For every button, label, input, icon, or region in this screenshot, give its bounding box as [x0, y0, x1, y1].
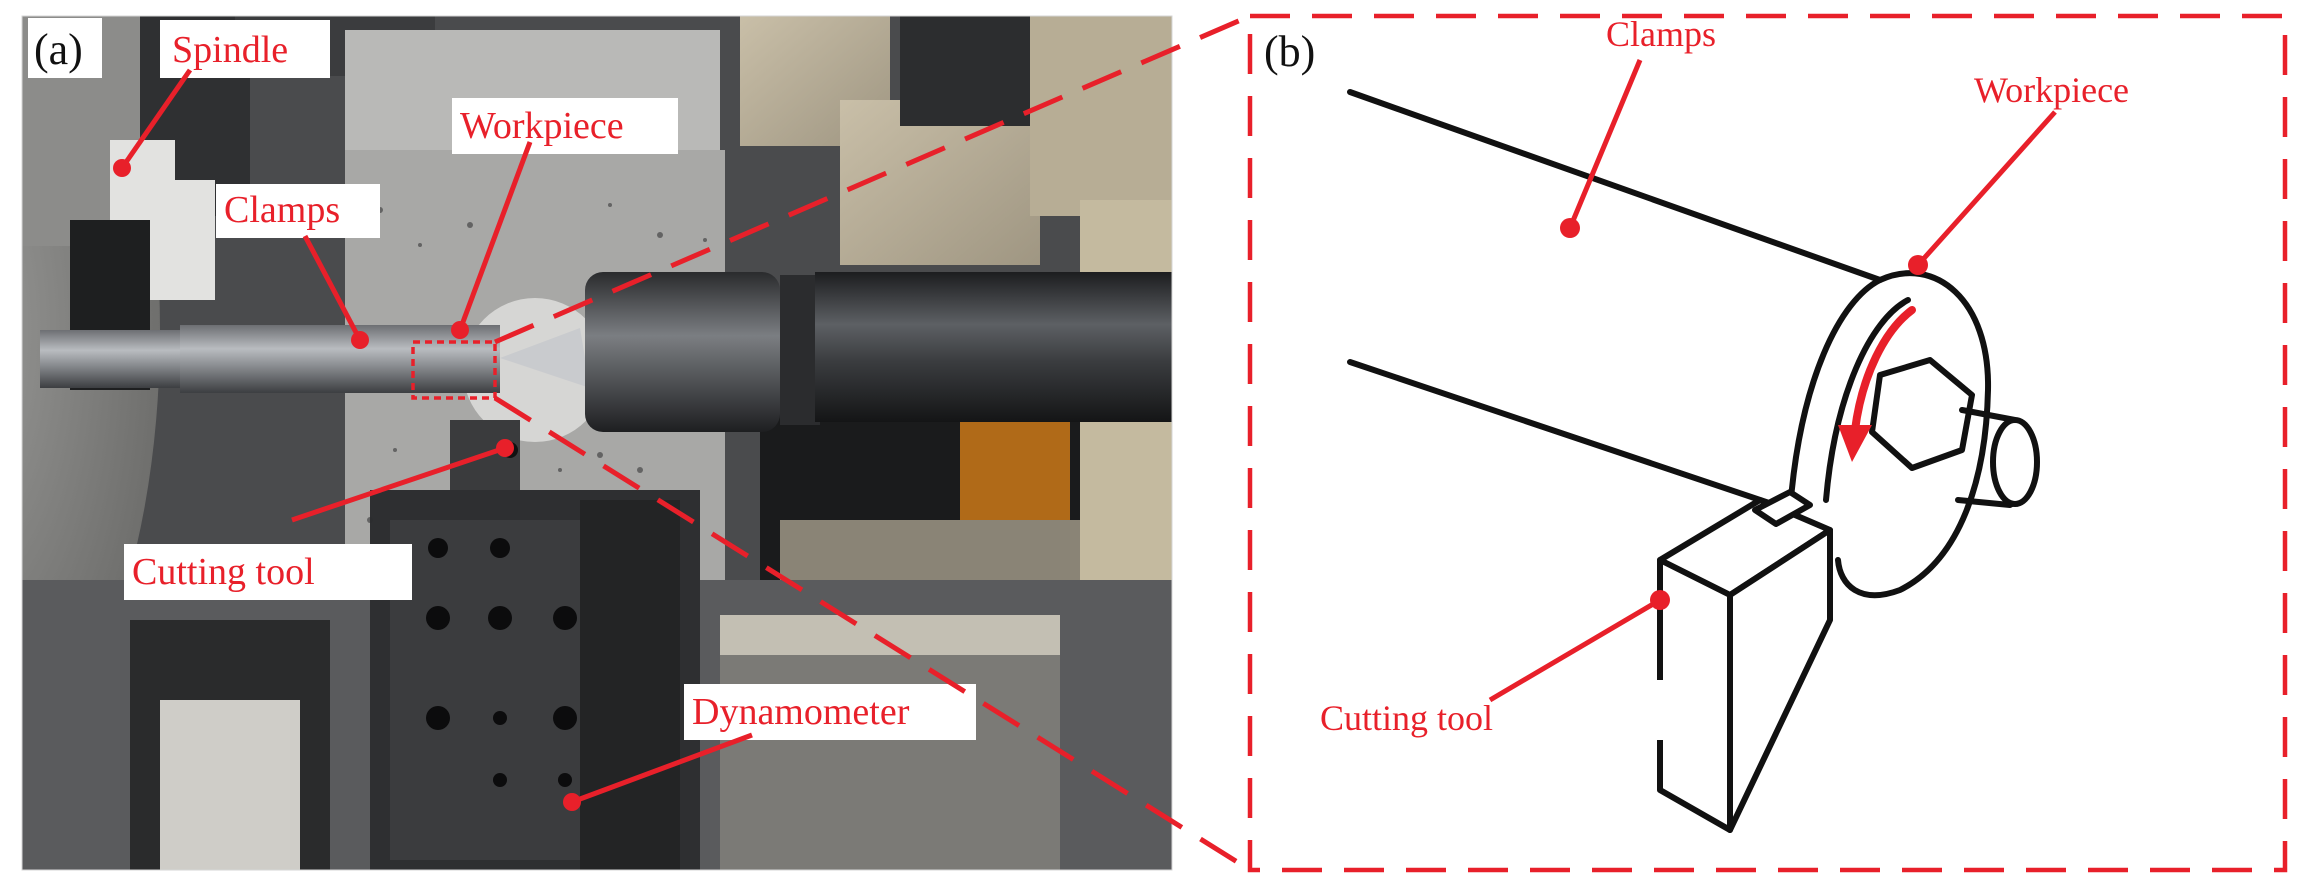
cutting-tool-label-a: Cutting tool [132, 551, 315, 593]
workpiece-label-a: Workpiece [460, 105, 624, 147]
tailstock-quill [815, 272, 1172, 422]
dynamometer-label: Dynamometer [692, 691, 910, 733]
clamps-label-a: Clamps [224, 189, 340, 231]
panel-b-leaders [1488, 59, 2057, 703]
spindle-label: Spindle [172, 29, 288, 71]
detail-box [411, 340, 497, 400]
workpiece-disc [1835, 270, 1992, 599]
rotation-arrow [1838, 306, 1916, 462]
tool-insert [1752, 489, 1813, 527]
spindle-label-box [160, 20, 330, 78]
tag-a-box [28, 18, 102, 78]
cutting-tool-label-box [124, 544, 412, 600]
workpiece-label-box [452, 98, 678, 154]
tag-a: (a) [34, 25, 83, 74]
zoom-connectors [493, 13, 1252, 873]
panel-a-leaders [113, 68, 753, 811]
tag-b-box [1256, 20, 1334, 82]
tag-b: (b) [1264, 27, 1315, 76]
workpiece-label-b: Workpiece [1974, 70, 2129, 110]
clamps-label-box [216, 184, 380, 238]
tool-side [1727, 527, 1833, 833]
clamps-label-b: Clamps [1606, 14, 1716, 54]
cutting-tool-label-b: Cutting tool [1320, 698, 1493, 738]
tailstock-chuck [585, 272, 780, 432]
dynamometer-label-box [684, 684, 976, 740]
panel-a-photo [21, 15, 1173, 871]
hex-nut [1869, 357, 1975, 471]
